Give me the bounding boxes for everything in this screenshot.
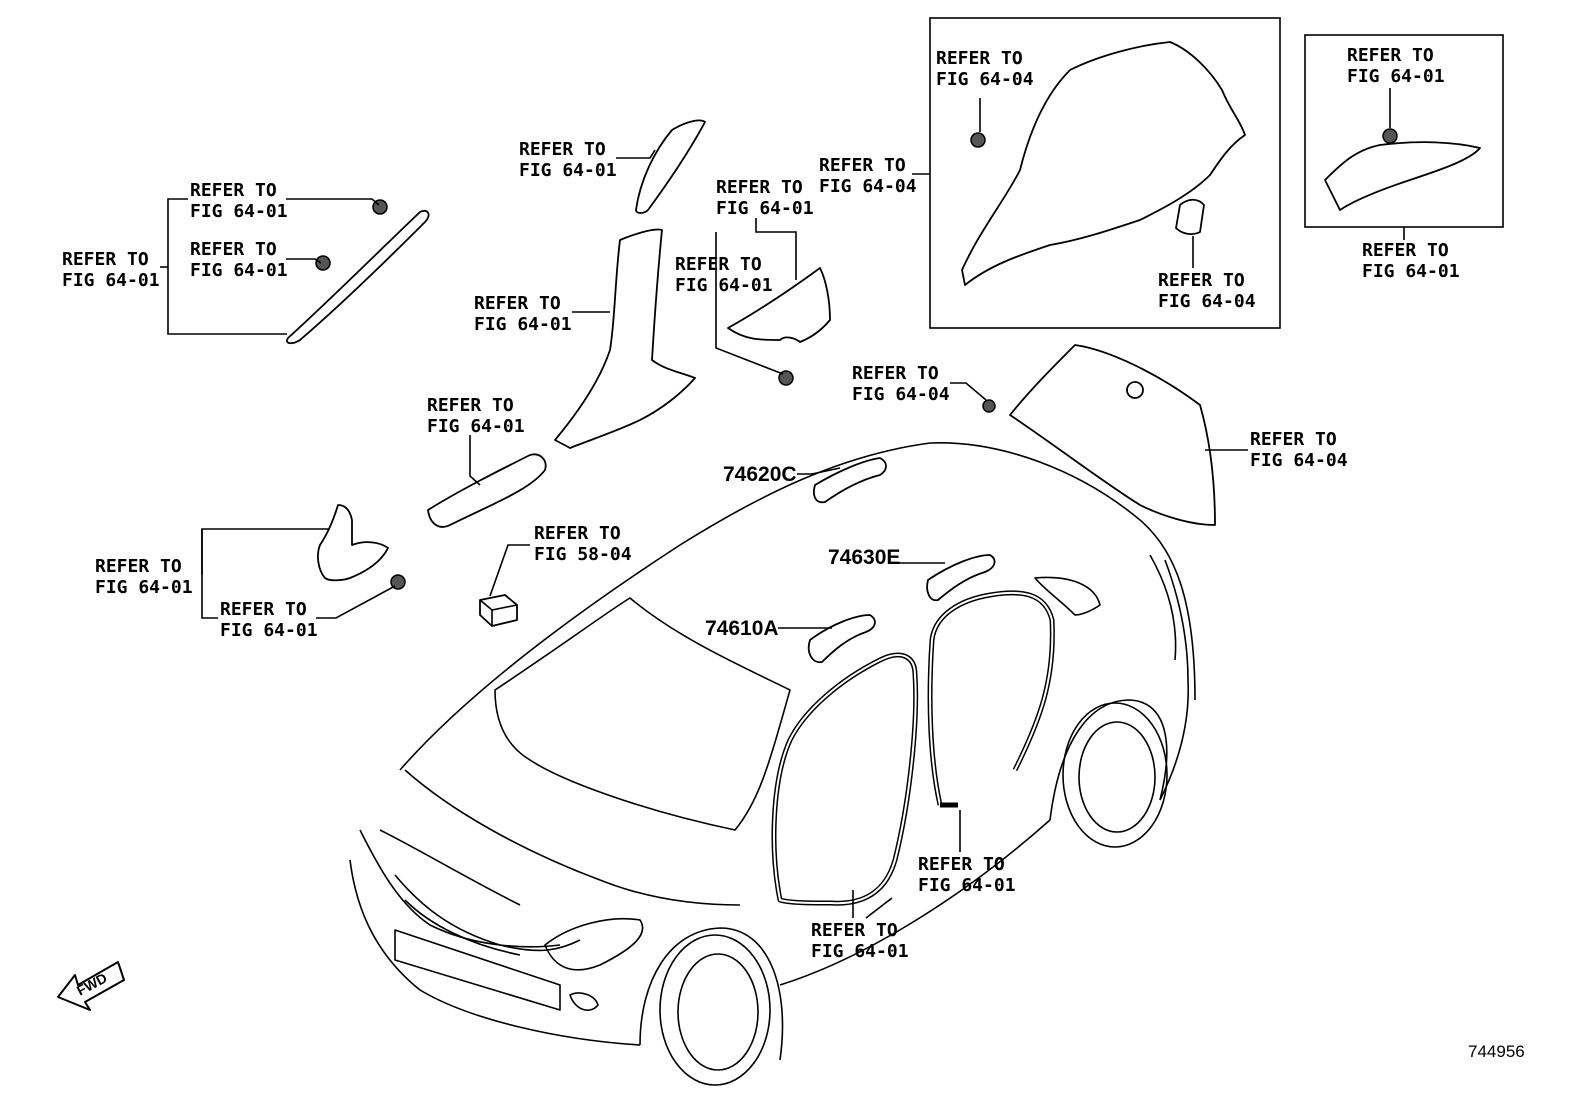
refer-label-line2: FIG 64-01	[62, 270, 160, 291]
leader-lines	[160, 88, 1405, 919]
clip-icon	[982, 399, 996, 413]
refer-label-line2: FIG 64-01	[918, 875, 1016, 896]
refer-label-line2: FIG 64-04	[936, 69, 1034, 90]
refer-label-line1: REFER TO	[220, 599, 307, 620]
refer-label-line1: REFER TO	[936, 48, 1023, 69]
accessory-socket-edge	[479, 599, 518, 626]
part-number-assist-grip-front: 74610A	[705, 617, 779, 640]
refer-label-line2: FIG 64-01	[811, 941, 909, 962]
assist-grip-middle	[926, 554, 996, 602]
clip-icon	[315, 255, 331, 271]
refer-label-line2: FIG 64-01	[1362, 261, 1460, 282]
deck-side-trim	[1324, 141, 1481, 211]
part-number-assist-grip-middle: 74630E	[828, 546, 900, 569]
refer-label-line2: FIG 64-01	[675, 275, 773, 296]
front-door-opening-seal	[771, 652, 919, 906]
illustration-number: 744956	[1468, 1042, 1525, 1061]
refer-label-line1: REFER TO	[1362, 240, 1449, 261]
refer-label-line2: FIG 64-01	[519, 160, 617, 181]
refer-label-line1: REFER TO	[534, 523, 621, 544]
scuff-plate	[427, 453, 547, 528]
part-number-assist-grip-rear: 74620C	[723, 463, 797, 486]
refer-label-line1: REFER TO	[474, 293, 561, 314]
refer-label-line1: REFER TO	[190, 239, 277, 260]
front-pillar-garnish	[286, 209, 430, 345]
accessory-socket	[479, 594, 518, 627]
refer-label-line1: REFER TO	[190, 180, 277, 201]
refer-label-line1: REFER TO	[1250, 429, 1337, 450]
back-door-trim	[1009, 344, 1216, 526]
clip-icon	[970, 132, 986, 148]
refer-label-line1: REFER TO	[918, 854, 1005, 875]
refer-label-line2: FIG 64-01	[190, 260, 288, 281]
refer-label-line1: REFER TO	[675, 254, 762, 275]
refer-label-line2: FIG 64-01	[220, 620, 318, 641]
refer-label-line2: FIG 64-01	[427, 416, 525, 437]
refer-label-line1: REFER TO	[62, 249, 149, 270]
refer-label-line1: REFER TO	[1347, 45, 1434, 66]
center-pillar-lower-garnish	[554, 228, 696, 449]
refer-label-line1: REFER TO	[95, 556, 182, 577]
refer-label-line2: FIG 64-01	[190, 201, 288, 222]
refer-label-line1: REFER TO	[716, 177, 803, 198]
fwd-arrow-icon: FWD	[57, 961, 125, 1011]
assist-grip-rear	[812, 457, 887, 504]
clip-icon	[1382, 128, 1398, 144]
quarter-trim-panel	[961, 41, 1246, 286]
back-door-trim-cap	[1126, 381, 1144, 399]
refer-label-line2: FIG 64-01	[1347, 66, 1445, 87]
quarter-trim-cover	[1175, 198, 1205, 235]
refer-label-line2: FIG 64-04	[852, 384, 950, 405]
cowl-side-trim	[317, 504, 389, 582]
refer-label-line1: REFER TO	[519, 139, 606, 160]
refer-label-line2: FIG 64-04	[1158, 291, 1256, 312]
refer-label-line2: FIG 64-01	[716, 198, 814, 219]
refer-label-line2: FIG 58-04	[534, 544, 632, 565]
refer-label-line1: REFER TO	[1158, 270, 1245, 291]
refer-label-line2: FIG 64-01	[474, 314, 572, 335]
refer-label-line1: REFER TO	[811, 920, 898, 941]
center-pillar-upper-garnish	[635, 119, 706, 214]
refer-label-line2: FIG 64-01	[95, 577, 193, 598]
assist-grip-front	[807, 614, 876, 664]
refer-label-line2: FIG 64-04	[1250, 450, 1348, 471]
car-body-outline	[349, 442, 1196, 1086]
refer-label-line1: REFER TO	[852, 363, 939, 384]
refer-label-line1: REFER TO	[427, 395, 514, 416]
rear-scuff-plate	[727, 267, 831, 343]
rear-door-opening-seal	[927, 590, 1055, 808]
inset-box-quarter-trim	[929, 17, 1281, 329]
refer-label-line2: FIG 64-04	[819, 176, 917, 197]
refer-label-line1: REFER TO	[819, 155, 906, 176]
